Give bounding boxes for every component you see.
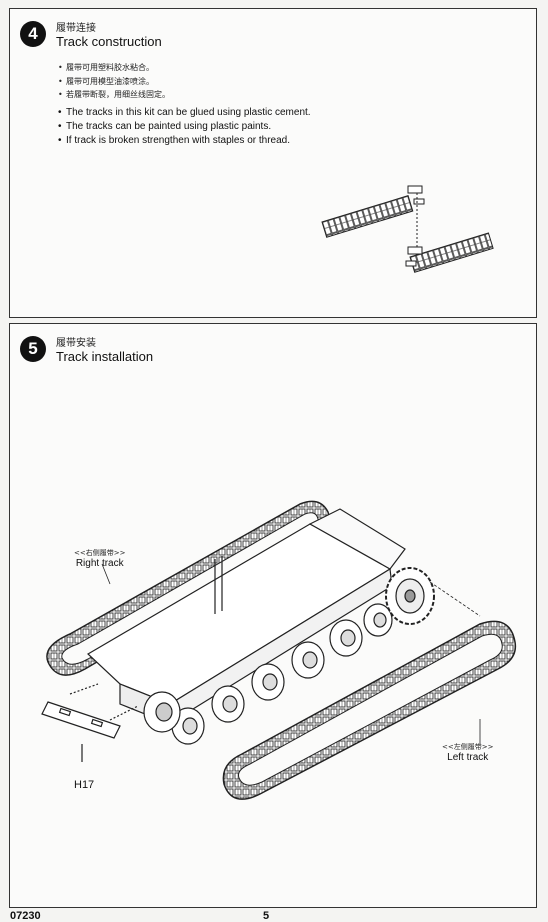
- footer-product-code: 07230: [10, 910, 41, 922]
- step-5-title-en: Track installation: [56, 349, 154, 364]
- right-track-label: <<右侧履带>> Right track: [74, 548, 125, 569]
- idler-wheel: [143, 691, 181, 733]
- note-en: The tracks in this kit can be glued usin…: [58, 106, 311, 120]
- step-4-notes-en: The tracks in this kit can be glued usin…: [58, 106, 311, 148]
- road-wheel: [329, 619, 363, 657]
- road-wheel: [291, 641, 325, 679]
- right-track-label-cn: <<右侧履带>>: [74, 549, 126, 557]
- note-en: The tracks can be painted using plastic …: [58, 120, 311, 134]
- step-4-notes-cn: 履带可用塑料胶水粘合。 履带可用模型油漆喷涂。 若履带断裂，用细丝线固定。: [58, 61, 170, 102]
- track-construction-illustration: [321, 185, 494, 273]
- road-wheel: [211, 685, 245, 723]
- left-track-label-cn: <<左侧履带>>: [442, 743, 494, 751]
- note-cn: 履带可用模型油漆喷涂。: [58, 75, 170, 89]
- right-track-loop: [46, 500, 330, 676]
- step-4-title-en: Track construction: [56, 34, 162, 49]
- note-cn: 履带可用塑料胶水粘合。: [58, 61, 170, 75]
- step-5-number-badge: 5: [20, 336, 46, 362]
- track-link-connector: [405, 185, 425, 267]
- left-track-loop: [222, 620, 517, 800]
- footer-page-number: 5: [263, 910, 270, 922]
- track-installation-illustration: [41, 500, 517, 800]
- step-4-number-badge: 4: [20, 21, 46, 47]
- step-4-title-cn: 履带连接: [56, 23, 96, 34]
- part-h17-label: H17: [74, 779, 95, 791]
- drive-sprocket: [385, 567, 435, 625]
- leader-lines: [101, 563, 481, 744]
- part-h17: [41, 683, 139, 762]
- step-5-title-cn: 履带安装: [56, 338, 96, 349]
- track-segment-upper: [321, 195, 414, 238]
- note-en: If track is broken strengthen with stapl…: [58, 134, 311, 148]
- left-track-label: <<左侧履带>> Left track: [442, 742, 493, 763]
- step-4-panel: 4 履带连接 Track construction 履带可用塑料胶水粘合。 履带…: [9, 8, 537, 318]
- left-track-label-en: Left track: [447, 752, 489, 763]
- right-track-label-en: Right track: [75, 558, 124, 569]
- road-wheel: [251, 663, 285, 701]
- road-wheel: [363, 603, 393, 637]
- note-cn: 若履带断裂，用细丝线固定。: [58, 88, 170, 102]
- step-5-panel: 5 履带安装 Track installation: [9, 323, 537, 908]
